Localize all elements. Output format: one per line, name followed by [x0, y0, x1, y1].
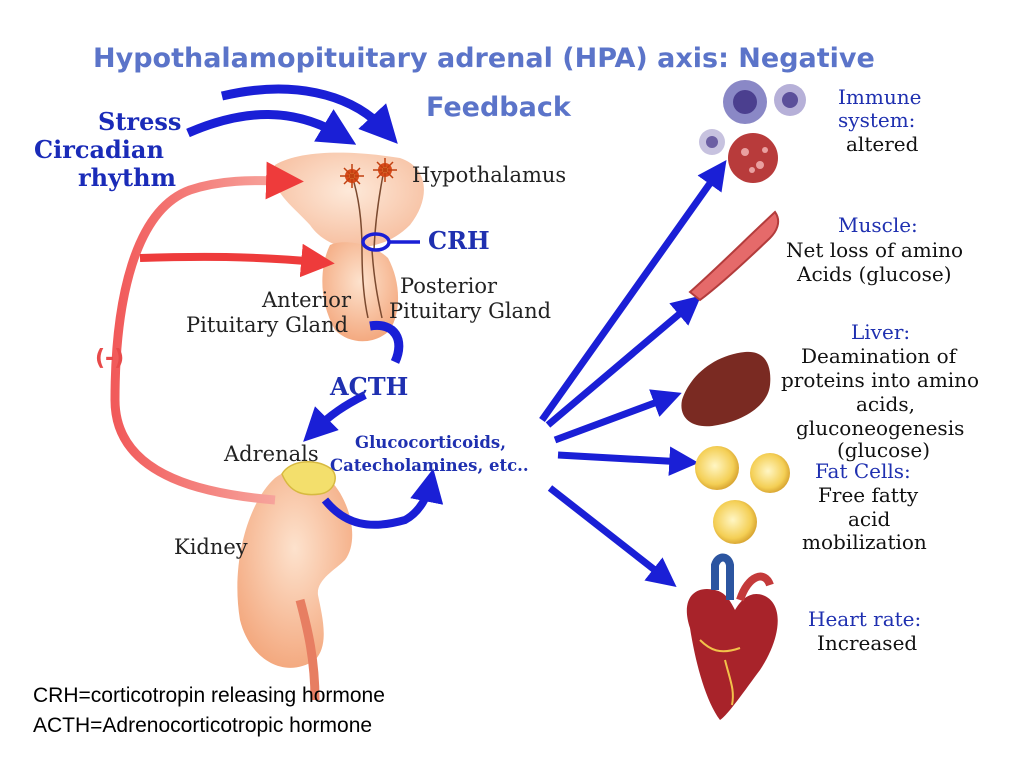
liver-effect-line3: acids, — [856, 392, 915, 416]
immune-cells-image — [699, 80, 806, 183]
immune-title-line1: Immune — [838, 85, 922, 109]
feedback-to-hypothalamus-arrow — [110, 161, 304, 505]
crh-label: CRH — [428, 226, 490, 255]
fat-effect-line1: Free fatty — [818, 483, 919, 507]
anterior-pituitary-label-line2: Pituitary Gland — [186, 313, 349, 337]
immune-effect: altered — [846, 132, 919, 156]
input-stress: Stress — [98, 107, 182, 136]
heart-rate-effect: Increased — [817, 631, 918, 655]
liver-effect-line4: gluconeogenesis — [796, 416, 965, 440]
posterior-pituitary-label-line2: Pituitary Gland — [389, 299, 552, 323]
legend-crh: CRH=corticotropin releasing hormone — [33, 684, 385, 707]
liver-effect-line2: proteins into amino — [781, 368, 980, 392]
neuron-icon — [340, 164, 364, 188]
heart-image — [686, 553, 778, 720]
input-rhythm: rhythm — [78, 163, 176, 192]
negative-feedback-label: (-) — [95, 346, 125, 371]
arrow-to-liver — [553, 389, 682, 444]
fat-cells-image — [695, 446, 790, 544]
diagram-title-line1: Hypothalamopituitary adrenal (HPA) axis:… — [93, 43, 875, 74]
liver-title: Liver: — [851, 320, 911, 344]
secretion-arrow — [321, 468, 444, 529]
adrenals-label: Adrenals — [224, 442, 319, 466]
muscle-effect-line2: Acids (glucose) — [797, 262, 952, 286]
glucocorticoids-label: Glucocorticoids, — [355, 433, 506, 452]
arrow-to-muscle — [545, 295, 702, 428]
feedback-to-pituitary-arrow — [139, 243, 335, 278]
arrow-to-fat — [557, 446, 699, 476]
neuron-icon — [373, 158, 397, 182]
liver-effect-line5: (glucose) — [837, 438, 931, 462]
posterior-pituitary-label-line1: Posterior — [400, 274, 498, 298]
acth-to-adrenals-arrow — [303, 391, 367, 442]
muscle-image — [688, 210, 780, 302]
effect-arrows — [539, 160, 727, 588]
input-circadian: Circadian — [34, 135, 164, 164]
fat-effect-line2: acid — [848, 507, 891, 531]
fat-cells-title: Fat Cells: — [815, 459, 911, 483]
legend-acth: ACTH=Adrenocorticotropic hormone — [33, 714, 373, 737]
anterior-pituitary-label-line1: Anterior — [262, 288, 351, 312]
diagram-title-line2: Feedback — [426, 92, 571, 123]
acth-label: ACTH — [330, 372, 409, 401]
catecholamines-label: Catecholamines, etc.. — [330, 456, 529, 475]
acth-release-arrow — [369, 320, 404, 364]
stress-arrow — [186, 109, 357, 145]
brain-pituitary-graphic — [273, 152, 424, 342]
hypothalamus-label: Hypothalamus — [412, 163, 567, 187]
kidney-label: Kidney — [174, 535, 248, 559]
heart-rate-title: Heart rate: — [808, 607, 922, 631]
circadian-arrow — [220, 84, 398, 144]
muscle-title: Muscle: — [838, 213, 918, 237]
liver-effect-line1: Deamination of — [801, 344, 957, 368]
immune-title-line2: system: — [838, 108, 916, 132]
fat-effect-line3: mobilization — [802, 530, 927, 554]
kidney-adrenal-graphic — [237, 461, 353, 701]
liver-image — [681, 351, 771, 427]
arrow-to-heart — [547, 485, 677, 588]
arrow-to-immune — [539, 160, 727, 423]
muscle-effect-line1: Net loss of amino — [786, 238, 964, 262]
